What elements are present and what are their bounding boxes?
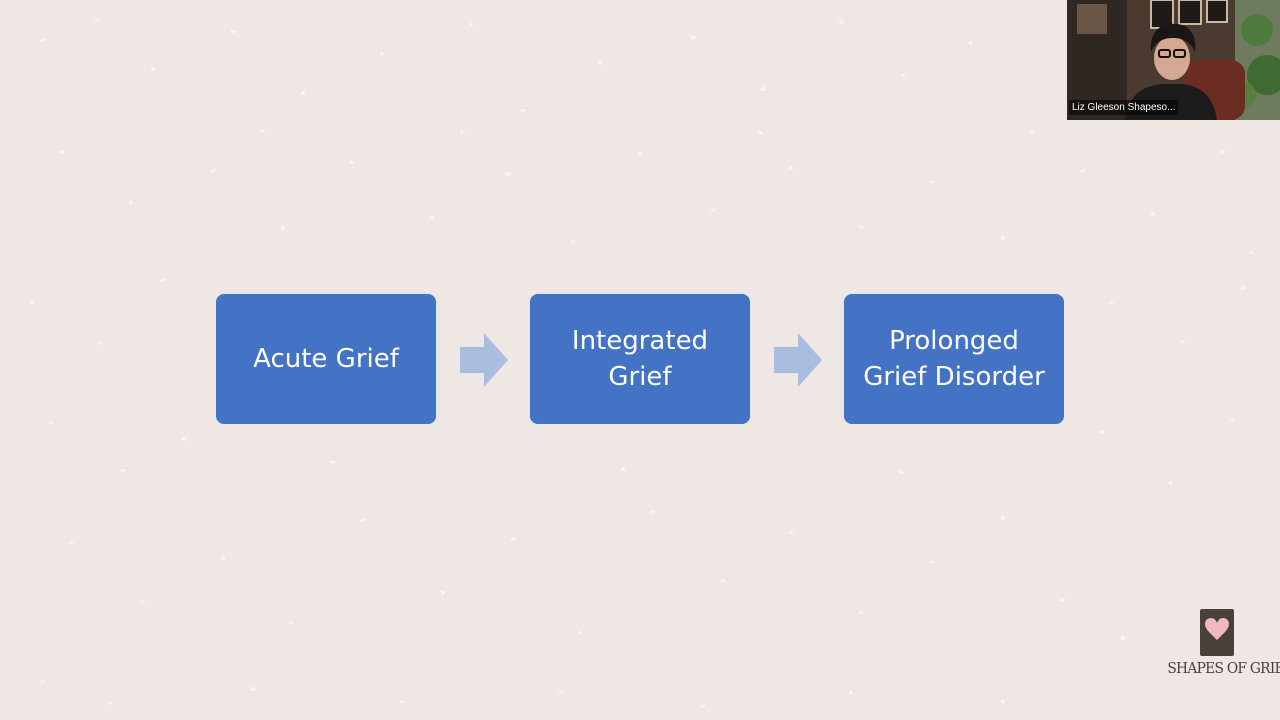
heart-icon xyxy=(1205,618,1229,640)
logo-tile xyxy=(1200,609,1234,656)
shapes-of-grief-logo: SHAPES OF GRIEF xyxy=(1163,608,1280,690)
logo-text: SHAPES OF GRIEF xyxy=(1167,659,1280,677)
participant-name: Liz Gleeson Shapeso... xyxy=(1069,100,1179,115)
arrow-right-icon xyxy=(774,333,822,387)
integrated-grief-box: Integrated Grief xyxy=(529,293,751,425)
participant-video-tile[interactable]: Liz Gleeson Shapeso... xyxy=(1067,0,1280,120)
prolonged-grief-disorder-box: Prolonged Grief Disorder xyxy=(843,293,1065,425)
acute-grief-box: Acute Grief xyxy=(215,293,437,425)
arrow-right-icon xyxy=(460,333,508,387)
